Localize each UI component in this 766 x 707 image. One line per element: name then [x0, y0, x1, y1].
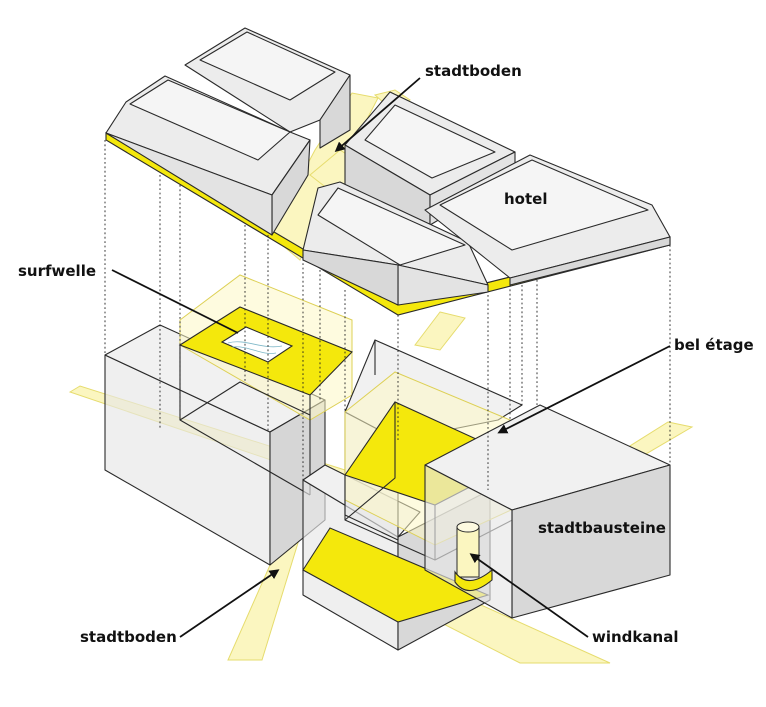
leader-surfwelle [111, 269, 239, 334]
leader-windkanal [469, 553, 589, 638]
labels: stadtboden hotel surfwelle bel étage sta… [18, 62, 754, 646]
bldg-nw-top [199, 31, 336, 101]
label-stadtboden-top: stadtboden [425, 62, 522, 80]
label-stadtbausteine: stadtbausteine [538, 519, 666, 537]
windkanal-cylinder [456, 526, 480, 578]
ground-strip-north [414, 311, 466, 351]
stadtbausteine-group [104, 274, 671, 651]
bldg-c-side [302, 249, 399, 306]
bldg-hotel-top [439, 159, 649, 251]
bldg-c-top [317, 187, 466, 266]
leader-bel-etage [497, 345, 671, 434]
bldg-nw-side [319, 74, 351, 149]
bel-etage-edge [344, 402, 396, 521]
label-hotel: hotel [504, 190, 547, 208]
projection-lines [104, 140, 671, 490]
leader-stadtboden-bottom [179, 569, 280, 638]
bldg-cn-top [364, 104, 496, 179]
windkanal-turbine [454, 568, 493, 592]
surfwelle-wave [227, 341, 283, 354]
label-stadtboden-bottom: stadtboden [80, 628, 177, 646]
bldg-w-front [105, 132, 273, 236]
label-bel-etage: bel étage [674, 336, 754, 354]
surfwelle-box-edge-3 [179, 381, 311, 421]
leaders [111, 77, 671, 638]
upper-level [105, 27, 671, 316]
leader-stadtboden-top [334, 77, 421, 152]
bldg-w-top [129, 79, 291, 161]
windkanal-top [456, 521, 480, 533]
label-surfwelle: surfwelle [18, 262, 96, 280]
label-windkanal: windkanal [592, 628, 678, 646]
